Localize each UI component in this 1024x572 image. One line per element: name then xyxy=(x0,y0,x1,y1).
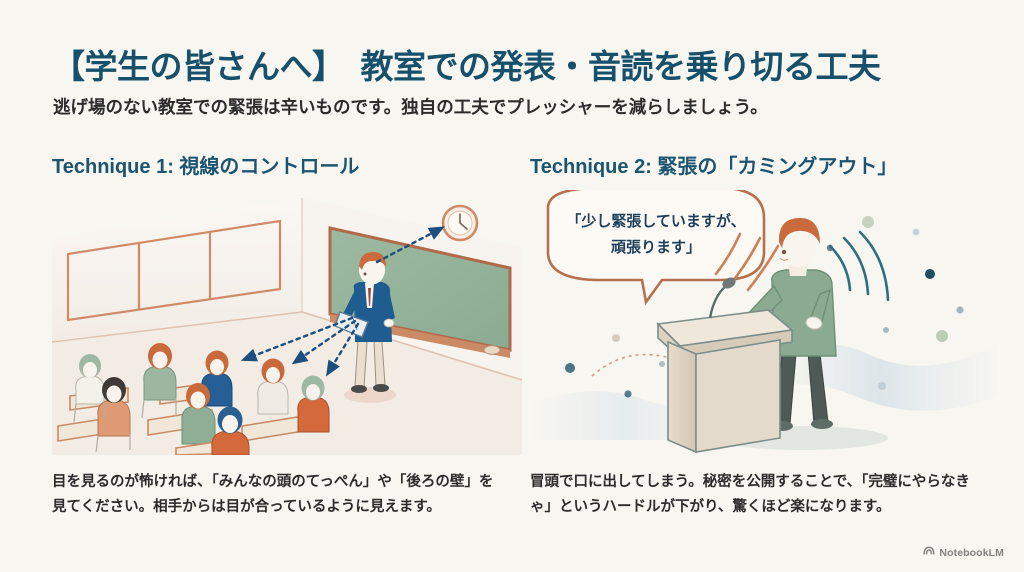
technique-1-heading: Technique 1: 視線のコントロール xyxy=(52,156,360,178)
technique-1-column: Technique 1: 視線のコントロール xyxy=(52,150,522,550)
speech-bubble-line-1: 「少し緊張していますが、 xyxy=(566,212,745,230)
speech-bubble-line-2: 頑張ります」 xyxy=(610,239,701,256)
technique-2-heading: Technique 2: 緊張の「カミングアウト」 xyxy=(530,156,898,178)
technique-1-caption: 目を見るのが怖ければ、「みんなの頭のてっぺん」や「後ろの壁」を見てください。相手… xyxy=(52,474,494,515)
notebooklm-watermark: NotebookLM xyxy=(923,544,1004,562)
page-title: 【学生の皆さんへ】 教室での発表・音読を乗り切る工夫 xyxy=(52,48,881,85)
technique-2-column: Technique 2: 緊張の「カミングアウト」 xyxy=(530,150,1000,550)
notebooklm-logo-icon xyxy=(923,544,935,562)
technique-2-caption: 冒頭で口に出してしまう。秘密を公開することで、「完璧にやらなきゃ」というハードル… xyxy=(530,474,970,515)
page-subtitle: 逃げ場のない教室での緊張は辛いものです。独自の工夫でプレッシャーを減らしましょう… xyxy=(53,97,768,117)
notebooklm-label: NotebookLM xyxy=(939,547,1004,559)
podium-speaker-illustration: 「少し緊張していますが、 頑張ります」 xyxy=(530,190,1000,455)
classroom-gaze-illustration xyxy=(52,190,522,455)
